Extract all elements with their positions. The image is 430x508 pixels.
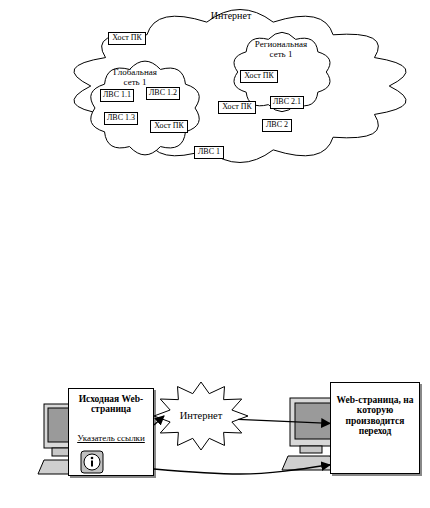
node-label: ЛВС 2.1 [273,98,301,107]
lan-box: ЛВС 2.1 [270,96,304,109]
lan-box: ЛВС 1.2 [146,87,180,100]
host-box: Хост ПК [108,32,146,45]
host-box: Хост ПК [240,70,278,83]
icon-frame [81,451,103,473]
flow-arrow [238,419,330,423]
node-label: Хост ПК [222,103,252,112]
lan-box: ЛВС 1.1 [100,89,134,102]
host-box: Хост ПК [218,101,256,114]
node-label: ЛВС 1 [198,148,220,157]
icon-stem [91,461,93,467]
lan-box: ЛВС 1.3 [104,112,138,125]
node-label: Хост ПК [154,122,184,131]
node-label: Глобальная сеть 1 [106,68,164,88]
host-box: Хост ПК [150,120,188,133]
network-cloud: ИнтернетХост ПК Региональная сеть 1 Хост П… [58,2,422,170]
lan-box: ЛВС 2 [262,119,292,132]
node-label: Хост ПК [244,72,274,81]
node-label: Региональная сеть 1 [248,40,314,60]
node-label: ЛВС 2 [266,121,288,130]
icon-circle [84,454,100,470]
lan-box: ЛВС 1 [194,146,224,159]
web-page: Web-страница, на которую производится пе… [330,382,420,474]
node-label: ЛВС 1.1 [103,91,131,100]
cloud-outline [234,32,330,111]
icon-dot [91,457,94,460]
node-label: Web-страница, на которую производится пе… [334,395,416,437]
starburst-outline [154,382,248,450]
node-label: Указатель ссылки [71,434,151,444]
flow-arrow [154,465,330,474]
cloud-outline [91,61,199,155]
node-label: Хост ПК [112,34,142,43]
node-label: ЛВС 1.3 [107,114,135,123]
node-label: Интернет [186,10,276,21]
internet-starburst: Интернет [154,382,248,450]
cloud-outline [74,10,406,163]
network-cloud: Глобальная сеть 1 ЛВС 1.1 ЛВС 1.2ЛВС 1.3Хо… [84,56,206,160]
flow-arrow [154,416,164,425]
monitor-stand [300,446,322,453]
monitor-screen [295,403,333,439]
node-label: Интернет [154,410,248,422]
node-label: Исходная Web-страница [71,394,151,415]
node-label: ЛВС 1.2 [149,89,177,98]
